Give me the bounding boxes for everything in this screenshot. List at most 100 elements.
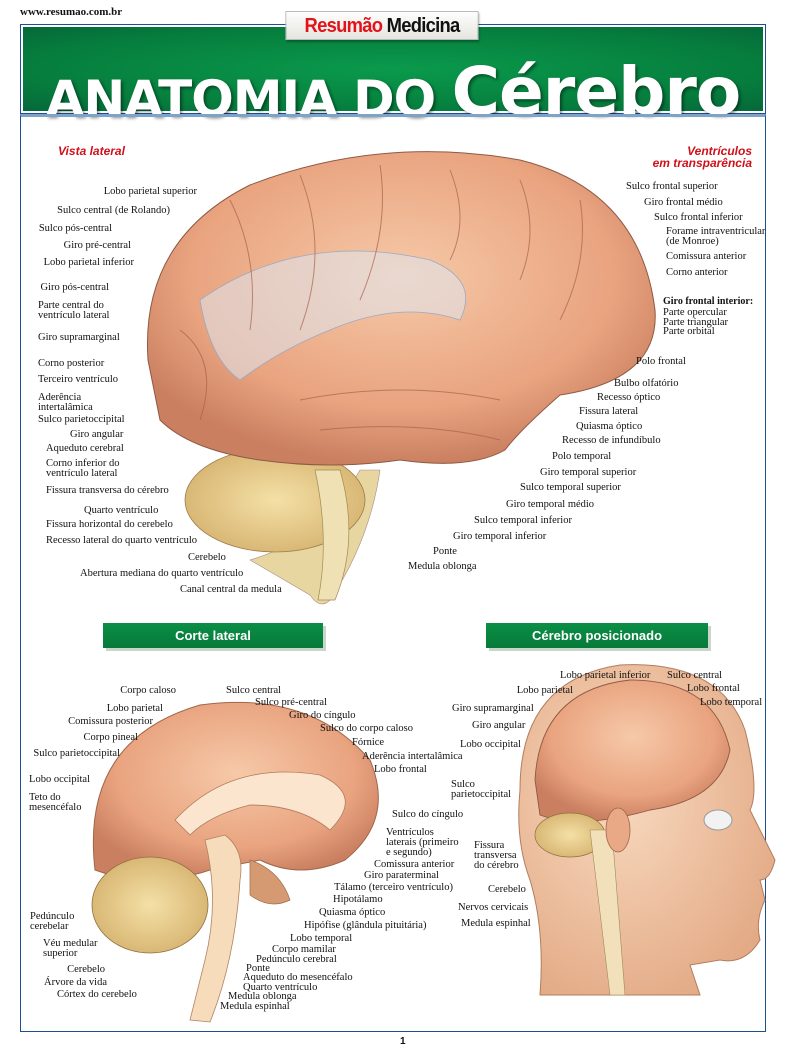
label: Sulco pré-central (255, 697, 328, 708)
label: Comissura anterior (666, 251, 747, 262)
label: Sulco parietoccipital (38, 414, 125, 425)
label: Forame intraventricular (de Monroe) (666, 226, 766, 247)
page-number: 1 (400, 1036, 406, 1047)
sagittal-brain-illustration (91, 701, 379, 1023)
label: Lobo temporal (290, 933, 353, 944)
header-banner: ANATOMIA DO Cérebro (20, 24, 766, 130)
label: Pedúnculo cerebral (256, 954, 337, 965)
label: Quarto ventrículo (84, 505, 159, 516)
label: Ponte (433, 546, 457, 557)
label: Sulco temporal superior (520, 482, 621, 493)
label: Pedúnculo cerebelar (30, 911, 75, 932)
label: Medula oblonga (228, 991, 297, 1002)
label: Aderência intertalâmica (362, 751, 463, 762)
label: Hipófise (glândula pituitária) (304, 920, 427, 931)
label: Árvore da vida (44, 977, 107, 988)
label: Lobo parietal (106, 703, 163, 714)
label: Sulco central (226, 685, 282, 696)
label: Lobo temporal (700, 697, 763, 708)
section-heading-sagittal: Corte lateral (103, 623, 323, 648)
lateral-brain-illustration (146, 151, 656, 605)
label: Lobo parietal inferior (560, 670, 651, 681)
label: Fórnice (352, 737, 385, 748)
label: Recesso lateral do quarto ventrículo (46, 535, 198, 546)
label: Giro pré-central (63, 240, 131, 251)
label: Corpo caloso (120, 685, 176, 696)
label: Sulco frontal inferior (654, 212, 743, 223)
page-title: ANATOMIA DO Cérebro (45, 53, 742, 130)
label: Comissura posterior (68, 716, 153, 727)
label: Corno anterior (666, 267, 728, 278)
label: Sulco parietoccipital (33, 748, 120, 759)
label: Teto do mesencéfalo (29, 792, 82, 813)
label: Giro do cíngulo (289, 710, 356, 721)
label: Véu medular superior (43, 938, 98, 959)
label: Polo temporal (552, 451, 612, 462)
label: Medula oblonga (408, 561, 477, 572)
section-heading-lateral-view: Vista lateral (58, 144, 125, 158)
label: Cerebelo (488, 884, 526, 895)
label: Sulco parietoccipital (451, 779, 512, 800)
label: Parte opercular (663, 307, 727, 318)
label: Sulco frontal superior (626, 181, 718, 192)
label: Recesso de infundíbulo (562, 435, 661, 446)
label: Giro angular (70, 429, 124, 440)
label: Giro temporal médio (506, 499, 595, 510)
label: Cerebelo (188, 552, 226, 563)
label: Ponte (246, 963, 270, 974)
label: Giro frontal médio (644, 197, 723, 208)
label: Canal central da medula (180, 584, 282, 595)
label: Parte triangular (663, 317, 729, 328)
label: Polo frontal (636, 356, 686, 367)
label: Sulco do corpo caloso (320, 723, 414, 734)
label: Córtex do cerebelo (57, 989, 137, 1000)
label: Lobo parietal inferior (43, 257, 134, 268)
section-heading-positioned: Cérebro posicionado (486, 623, 708, 648)
label: Bulbo olfatório (614, 378, 679, 389)
label: Medula espinhal (220, 1001, 290, 1012)
label: Giro pós-central (40, 282, 109, 293)
label: Aqueduto do mesencéfalo (243, 972, 353, 983)
label: Nervos cervicais (458, 902, 529, 913)
label: Ventrículos laterais (primeiro e segundo… (386, 827, 459, 858)
label: Giro supramarginal (452, 703, 534, 714)
label: Giro paraterminal (364, 870, 439, 881)
label: Lobo occipital (460, 739, 521, 750)
label: Quiasma óptico (319, 907, 386, 918)
label: Lobo frontal (374, 764, 427, 775)
label: Fissura horizontal do cerebelo (46, 519, 173, 530)
label: Tálamo (terceiro ventrículo) (334, 882, 453, 893)
label: Aqueduto cerebral (46, 443, 124, 454)
site-url: www.resumao.com.br (20, 6, 123, 18)
label: Giro angular (472, 720, 526, 731)
label: Quiasma óptico (576, 421, 643, 432)
label: Fissura transversa do cérebro (46, 485, 169, 496)
label: Lobo parietal superior (103, 186, 197, 197)
positioned-head-illustration (518, 664, 776, 996)
label: Cerebelo (67, 964, 105, 975)
label-heading: Giro frontal interior: (663, 296, 754, 307)
label: Recesso óptico (597, 392, 661, 403)
brand-badge: Resumão Medicina (285, 11, 479, 40)
label: Lobo parietal (516, 685, 573, 696)
label: Quarto ventrículo (243, 982, 318, 993)
label: Sulco do cíngulo (392, 809, 464, 820)
label: Comissura anterior (374, 859, 455, 870)
label: Aderência intertalâmica (38, 392, 93, 413)
label: Medula espinhal (461, 918, 531, 929)
label: Hipotálamo (333, 894, 383, 905)
label: Fissura lateral (579, 406, 639, 417)
label: Giro temporal superior (540, 467, 637, 478)
label: Corpo mamilar (272, 944, 336, 955)
label: Sulco pós-central (38, 223, 112, 234)
label: Lobo frontal (687, 683, 740, 694)
label: Corno posterior (38, 358, 105, 369)
label: Parte orbital (663, 326, 715, 337)
label: Sulco central (667, 670, 723, 681)
label: Giro supramarginal (38, 332, 120, 343)
label: Parte central do ventrículo lateral (38, 300, 110, 321)
label: Sulco central (de Rolando) (57, 205, 170, 216)
label: Lobo occipital (29, 774, 90, 785)
